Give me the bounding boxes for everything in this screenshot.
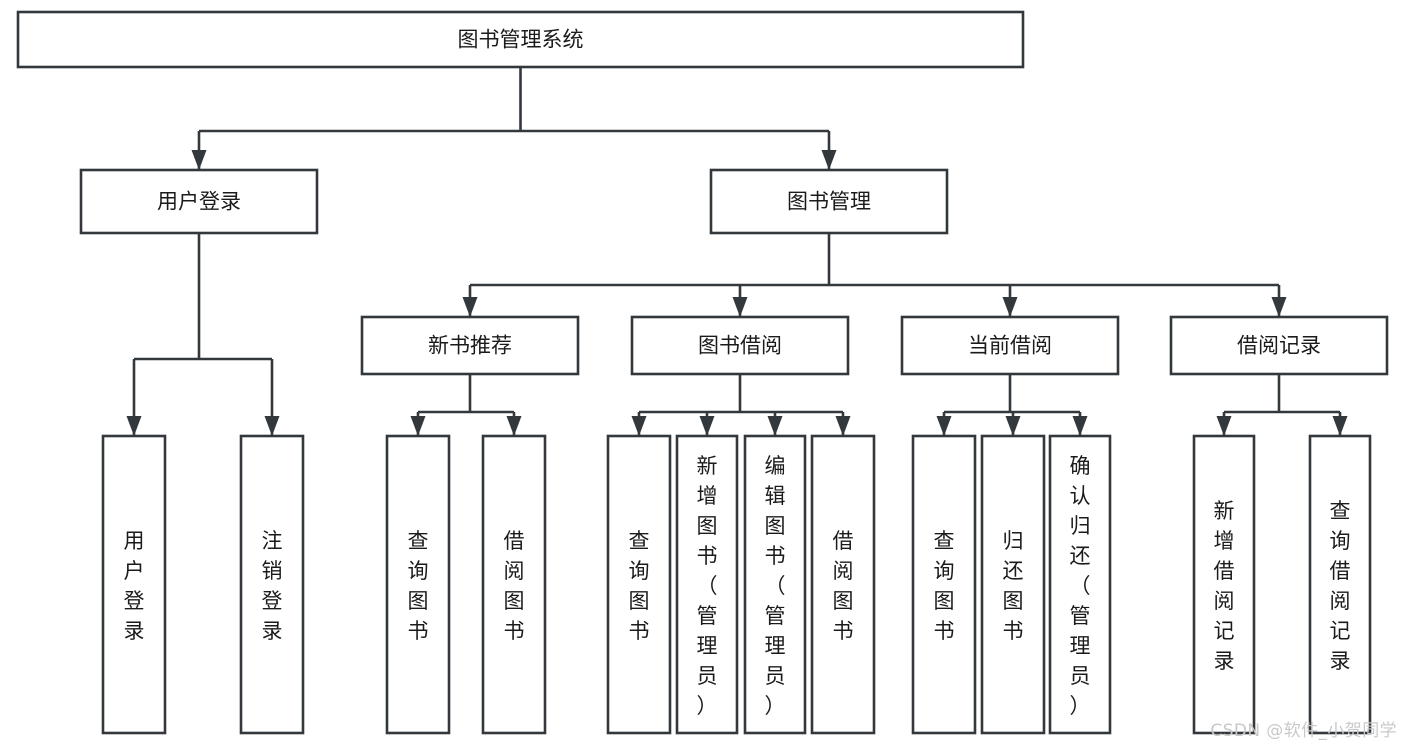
- edge-arrow-icon: [126, 416, 142, 436]
- edge-arrow-icon: [821, 150, 837, 170]
- node-box: [1048, 434, 1112, 735]
- node-box: [606, 434, 672, 735]
- node-leaf-user-login[interactable]: 用户登录: [101, 434, 167, 735]
- node-book-borrow[interactable]: 图书借阅: [630, 315, 850, 376]
- edge-arrow-icon: [1005, 416, 1021, 436]
- node-box: [675, 434, 739, 735]
- edge-arrow-icon: [1072, 416, 1088, 436]
- node-label: 查询图书: [629, 529, 650, 643]
- node-label: 图书管理: [787, 190, 871, 214]
- node-current-borrow[interactable]: 当前借阅: [900, 315, 1120, 376]
- node-box: [743, 434, 807, 735]
- node-leaf-bb-borrow[interactable]: 借阅图书: [810, 434, 876, 735]
- node-label: 图书管理系统: [458, 28, 584, 52]
- node-label: 新书推荐: [428, 334, 512, 358]
- node-box: [1308, 434, 1372, 735]
- edges-layer: [126, 67, 1348, 436]
- node-label: 查询图书: [408, 529, 429, 643]
- node-leaf-logout[interactable]: 注销登录: [239, 434, 305, 735]
- edge-arrow-icon: [462, 297, 478, 317]
- node-box: [101, 434, 167, 735]
- edge-arrow-icon: [410, 416, 426, 436]
- edge-arrow-icon: [264, 416, 280, 436]
- node-box: [810, 434, 876, 735]
- node-label: 注销登录: [262, 529, 283, 643]
- edge-arrow-icon: [699, 416, 715, 436]
- node-label: 用户登录: [157, 190, 241, 214]
- node-new-book[interactable]: 新书推荐: [360, 315, 580, 376]
- nodes-layer: 图书管理系统用户登录图书管理新书推荐图书借阅当前借阅借阅记录用户登录注销登录查询…: [16, 10, 1389, 735]
- edge-arrow-icon: [1271, 297, 1287, 317]
- node-box: [239, 434, 305, 735]
- node-label: 新增借阅记录: [1214, 499, 1235, 673]
- node-label: 借阅图书: [504, 529, 525, 643]
- node-root[interactable]: 图书管理系统: [16, 10, 1025, 69]
- edge-arrow-icon: [835, 416, 851, 436]
- edge-arrow-icon: [506, 416, 522, 436]
- node-box: [385, 434, 451, 735]
- node-box: [481, 434, 547, 735]
- node-label: 用户登录: [124, 529, 145, 643]
- node-label: 确认归还（管理员）: [1070, 454, 1091, 718]
- watermark-text: CSDN @软件_小贺同学: [1210, 721, 1397, 741]
- node-leaf-bb-query[interactable]: 查询图书: [606, 434, 672, 735]
- edge-arrow-icon: [631, 416, 647, 436]
- node-box: [709, 168, 949, 235]
- node-leaf-br-query[interactable]: 查询借阅记录: [1308, 434, 1372, 735]
- node-leaf-cb-query[interactable]: 查询图书: [911, 434, 977, 735]
- edge-arrow-icon: [767, 416, 783, 436]
- edge-group-current-borrow: [936, 374, 1088, 436]
- edge-arrow-icon: [1332, 416, 1348, 436]
- node-box: [630, 315, 850, 376]
- node-leaf-cb-return[interactable]: 归还图书: [980, 434, 1046, 735]
- node-user-login[interactable]: 用户登录: [79, 168, 319, 235]
- node-box: [1192, 434, 1256, 735]
- edge-arrow-icon: [732, 297, 748, 317]
- node-book-manage[interactable]: 图书管理: [709, 168, 949, 235]
- edge-group-book-manage: [462, 233, 1287, 317]
- edge-arrow-icon: [936, 416, 952, 436]
- node-label: 图书借阅: [698, 334, 782, 358]
- node-borrow-record[interactable]: 借阅记录: [1169, 315, 1389, 376]
- node-label: 编辑图书（管理员）: [765, 454, 786, 718]
- node-box: [360, 315, 580, 376]
- node-box: [911, 434, 977, 735]
- edge-group-borrow-record: [1216, 374, 1348, 436]
- edge-group-new-book: [410, 374, 522, 436]
- node-label: 查询借阅记录: [1330, 499, 1351, 673]
- node-box: [16, 10, 1025, 69]
- edge-group-book-borrow: [631, 374, 851, 436]
- node-label: 归还图书: [1003, 529, 1024, 643]
- node-leaf-bb-edit[interactable]: 编辑图书（管理员）: [743, 434, 807, 735]
- edge-arrow-icon: [1002, 297, 1018, 317]
- node-box: [1169, 315, 1389, 376]
- node-label: 查询图书: [934, 529, 955, 643]
- node-leaf-nb-query[interactable]: 查询图书: [385, 434, 451, 735]
- edge-group-user-login: [126, 233, 280, 436]
- node-leaf-cb-confirm[interactable]: 确认归还（管理员）: [1048, 434, 1112, 735]
- edge-arrow-icon: [1216, 416, 1232, 436]
- node-leaf-bb-add[interactable]: 新增图书（管理员）: [675, 434, 739, 735]
- node-label: 当前借阅: [968, 334, 1052, 358]
- node-leaf-br-add[interactable]: 新增借阅记录: [1192, 434, 1256, 735]
- node-leaf-nb-borrow[interactable]: 借阅图书: [481, 434, 547, 735]
- node-label: 借阅记录: [1237, 334, 1321, 358]
- node-label: 新增图书（管理员）: [697, 454, 718, 718]
- node-box: [900, 315, 1120, 376]
- edge-group-root: [191, 67, 837, 170]
- node-box: [980, 434, 1046, 735]
- node-label: 借阅图书: [833, 529, 854, 643]
- edge-arrow-icon: [191, 150, 207, 170]
- node-box: [79, 168, 319, 235]
